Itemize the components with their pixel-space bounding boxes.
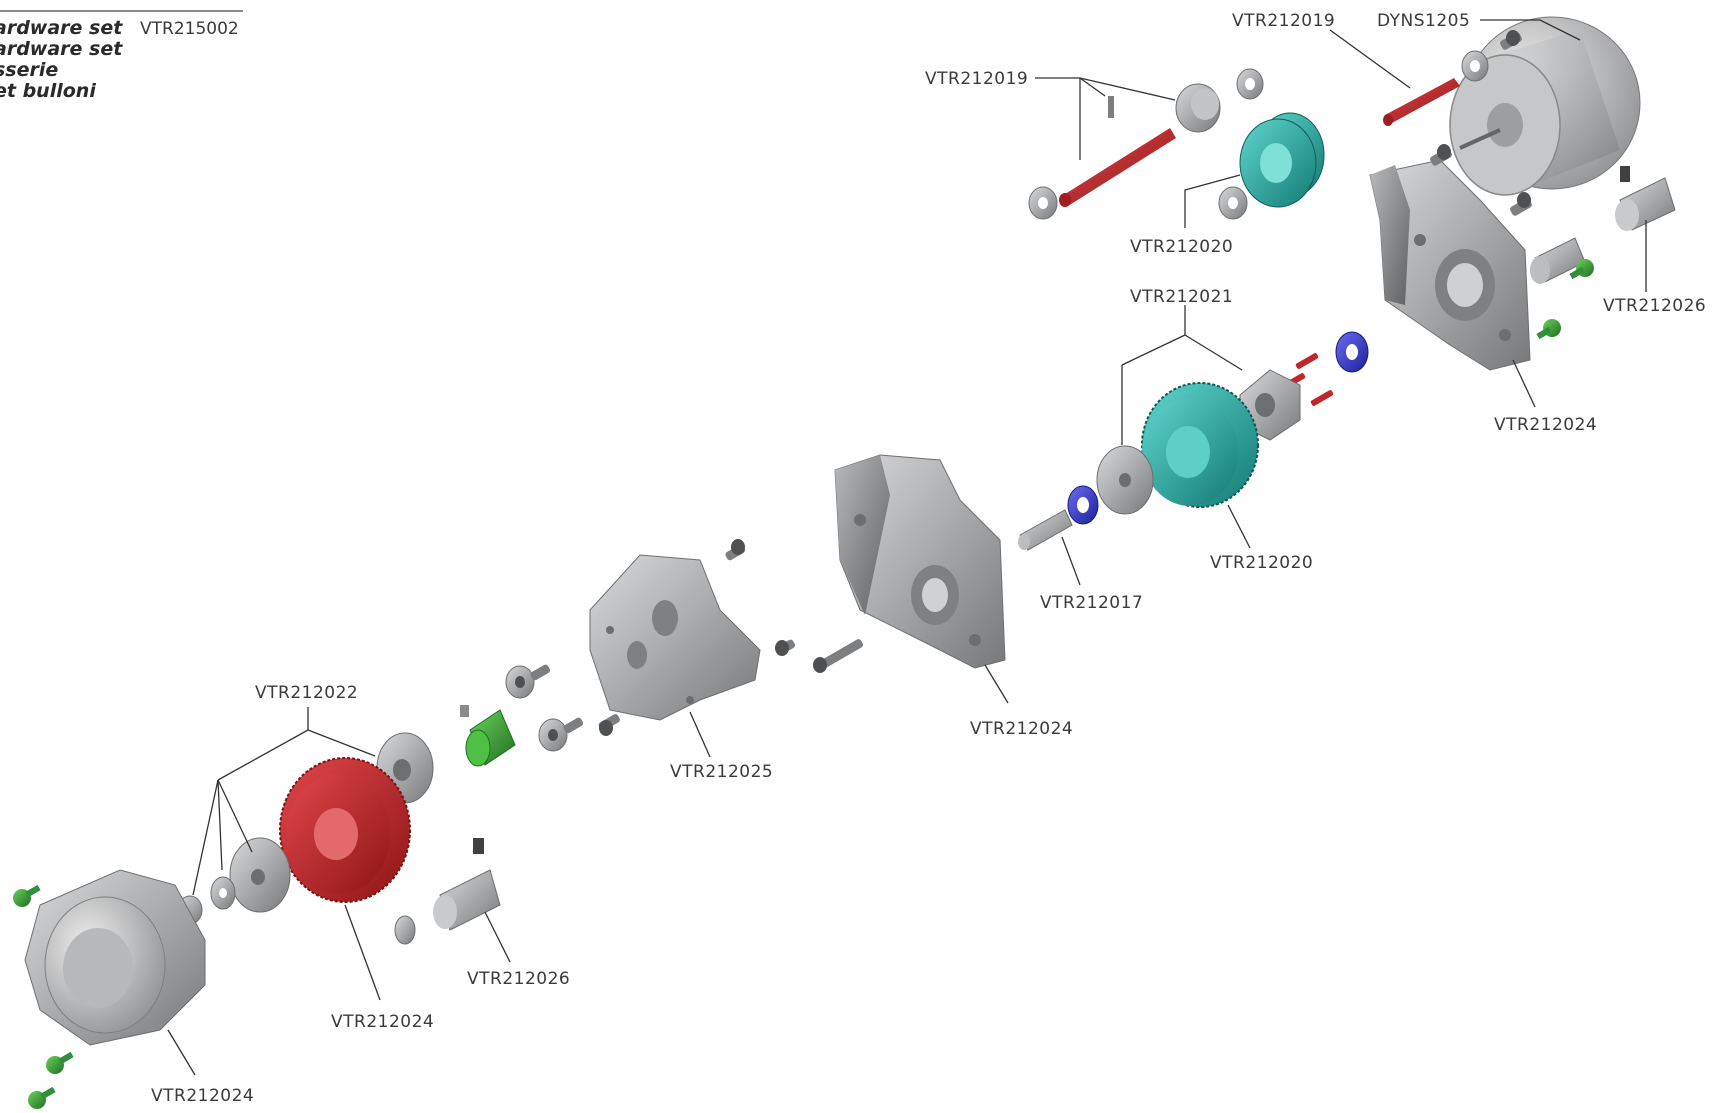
header-name-4: et bulloni [0,80,96,102]
green-screw [28,1086,56,1109]
green-pinion [460,705,516,767]
callout-vtr212024-center: VTR212024 [970,719,1073,739]
header-name-1: ardware set [0,17,123,39]
red-spur-gear [279,757,411,903]
green-screw [13,884,41,907]
callout-vtr212020-upper: VTR212020 [1130,237,1233,257]
blue-bearing [1067,485,1099,525]
callout-vtr212026-right: VTR212026 [1603,296,1706,316]
clutch-cup-right [1615,166,1676,231]
bearing-part [1236,68,1264,100]
screw-part [1430,144,1452,166]
leader-lines [167,19,1647,1076]
screw-part [598,714,620,736]
callout-vtr212020-lower: VTR212020 [1210,553,1313,573]
blue-bearing [1335,331,1369,373]
red-shaft-long [1059,128,1176,207]
gear-cover-part [24,869,206,1046]
callout-vtr212024-cover: VTR212024 [151,1086,254,1106]
green-screw [1569,259,1594,280]
bearing-part [1028,186,1058,220]
callout-dyns1205: DYNS1205 [1377,11,1470,31]
screw-part [725,539,746,561]
header-name-3: sserie [0,59,58,81]
callout-vtr212026-lower: VTR212026 [467,969,570,989]
screw-part [1510,192,1532,216]
slipper-pad [1096,445,1154,515]
callout-labels: VTR212019 VTR212019 DYNS1205 VTR212020 V… [151,11,1706,1106]
motor-part [1449,16,1641,196]
long-screw-part [813,639,864,673]
washer-part [210,876,236,910]
slipper-plate [1239,369,1301,441]
header-name-2: ardware set [0,38,123,60]
header-code: VTR215002 [140,19,239,39]
motor-plate-part [589,554,761,721]
clutch-cup-lower [433,838,501,931]
teal-gear-upper [1239,112,1325,208]
callout-vtr212019-right: VTR212019 [1232,11,1335,31]
screw-part [775,639,796,656]
callout-vtr212024-gear: VTR212024 [331,1012,434,1032]
red-shaft-upper [1383,78,1460,126]
collar-part [394,915,416,945]
callout-vtr212024-right: VTR212024 [1494,415,1597,435]
screw-part [1500,30,1522,50]
top-shaft [1018,509,1073,551]
green-screw [1536,319,1561,340]
callout-vtr212017: VTR212017 [1040,593,1143,613]
teal-spur-gear [1141,382,1259,508]
washer-screw-part [538,717,584,752]
callout-vtr212022: VTR212022 [255,683,358,703]
bearing-part [1218,186,1248,220]
green-screw [46,1051,74,1074]
housing-right-part [1369,159,1531,371]
slipper-pad-lower [229,837,291,913]
callout-vtr212021: VTR212021 [1130,287,1233,307]
callout-vtr212019-left: VTR212019 [925,69,1028,89]
housing-center-part [834,454,1006,669]
callout-vtr212025: VTR212025 [670,762,773,782]
pinion-small-part [1175,83,1221,133]
header-block: ardware set ardware set sserie et bullon… [0,10,243,102]
bearing-part [1461,50,1489,82]
washer-screw-part [505,664,551,699]
collar-part [1530,237,1586,284]
pin-part [1108,96,1114,118]
